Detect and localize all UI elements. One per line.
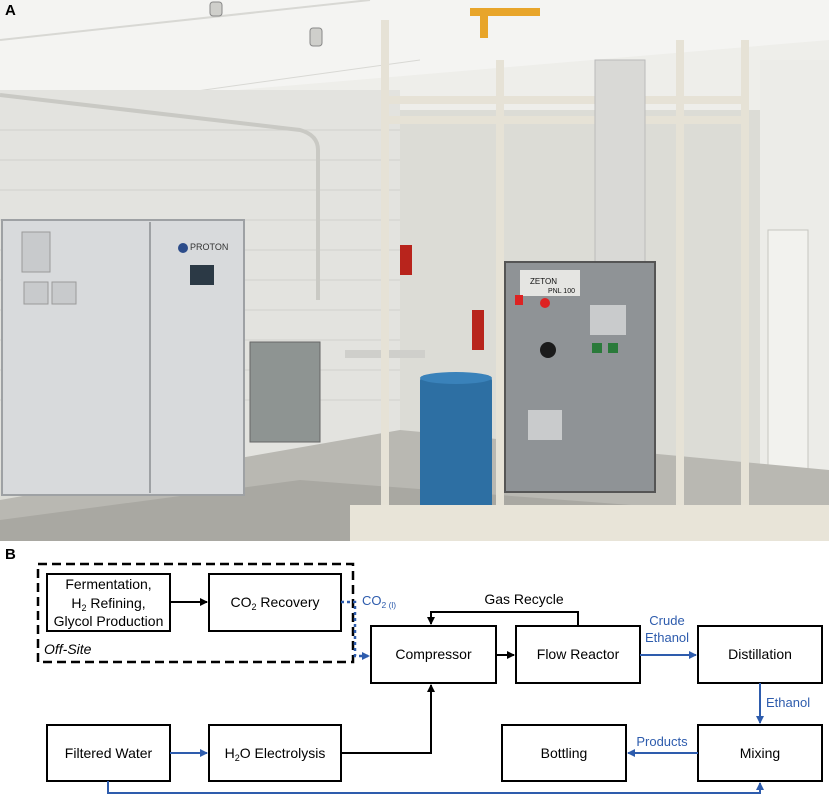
crude-ethanol-label-line1: Crude [649,613,684,628]
panel-b-label: B [5,546,16,563]
node-fermentation: Fermentation, H2 Refining, Glycol Produc… [46,573,171,632]
node-compressor: Compressor [370,625,497,684]
compressor-label: Compressor [395,646,472,662]
panel-plate: PNL 100 [548,288,575,295]
offsite-group-boundary [36,562,355,664]
edge-electrolysis-to-compressor [341,684,435,754]
node-mixing: Mixing [697,724,823,782]
cabinet-brand: PROTON [190,242,228,252]
filtered-water-label: Filtered Water [65,745,153,761]
panel-a-label: A [5,2,16,19]
node-h2o-electrolysis: H2O Electrolysis [208,724,342,782]
gas-recycle-label: Gas Recycle [484,591,564,607]
lab-photo: PROTON ZETON PNL 100 [0,0,829,541]
h2o-electrolysis-label: H2O Electrolysis [225,745,326,763]
node-distillation: Distillation [697,625,823,684]
node-co2-recovery: CO2 Recovery [208,573,342,632]
fermentation-line1: Fermentation, [65,576,151,592]
edge-water-to-mixing [107,781,764,794]
fermentation-line2: H2 Refining, [71,595,145,613]
distillation-label: Distillation [728,646,792,662]
photo-icon: PROTON ZETON PNL 100 [0,0,829,541]
products-label: Products [636,734,688,749]
crude-ethanol-label-line2: Ethanol [645,630,689,645]
process-flow-diagram: Off-Site Fermentation, H2 Refining, Glyc… [0,541,829,799]
node-flow-reactor: Flow Reactor [515,625,641,684]
node-bottling: Bottling [501,724,627,782]
offsite-label: Off-Site [44,641,92,657]
edge-gas-recycle [427,611,579,626]
node-filtered-water: Filtered Water [46,724,171,782]
panel-brand: ZETON [530,277,557,286]
mixing-label: Mixing [740,745,780,761]
co2-liquid-label: CO2 (l) [362,593,396,610]
edge-co2-to-compressor [341,600,370,660]
ethanol-label: Ethanol [766,695,810,710]
co2-recovery-label: CO2 Recovery [230,594,319,612]
flow-reactor-label: Flow Reactor [537,646,620,662]
bottling-label: Bottling [541,745,588,761]
fermentation-line3: Glycol Production [54,613,164,629]
